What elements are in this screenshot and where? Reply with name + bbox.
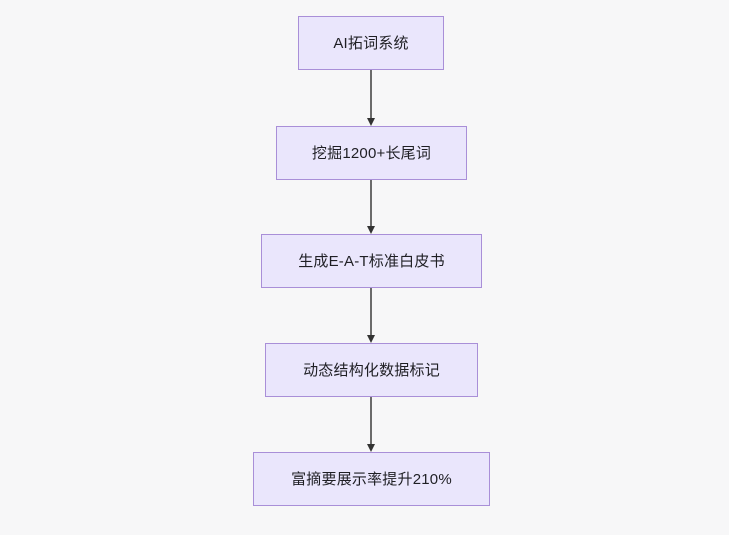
edge-line xyxy=(370,70,372,119)
edge-line xyxy=(370,397,372,445)
flow-node-label: AI拓词系统 xyxy=(333,34,409,52)
flow-node-label: 挖掘1200+长尾词 xyxy=(311,144,432,162)
flow-node-n5[interactable]: 富摘要展示率提升210% xyxy=(253,452,490,506)
edge-n2-n3 xyxy=(366,180,376,234)
edge-line xyxy=(370,180,372,227)
flow-node-label: 动态结构化数据标记 xyxy=(303,361,440,379)
arrowhead-icon xyxy=(366,118,375,126)
edge-n3-n4 xyxy=(366,288,376,343)
arrowhead-icon xyxy=(366,335,375,343)
flow-node-n2[interactable]: 挖掘1200+长尾词 xyxy=(276,126,467,180)
arrowhead-icon xyxy=(366,226,375,234)
flow-node-n3[interactable]: 生成E-A-T标准白皮书 xyxy=(261,234,482,288)
arrowhead-icon xyxy=(366,444,375,452)
edge-line xyxy=(370,288,372,336)
edge-n4-n5 xyxy=(366,397,376,452)
flow-node-label: 生成E-A-T标准白皮书 xyxy=(298,252,445,270)
edge-n1-n2 xyxy=(366,70,376,126)
flow-node-n4[interactable]: 动态结构化数据标记 xyxy=(265,343,478,397)
flow-node-n1[interactable]: AI拓词系统 xyxy=(298,16,444,70)
flow-node-label: 富摘要展示率提升210% xyxy=(291,470,452,488)
